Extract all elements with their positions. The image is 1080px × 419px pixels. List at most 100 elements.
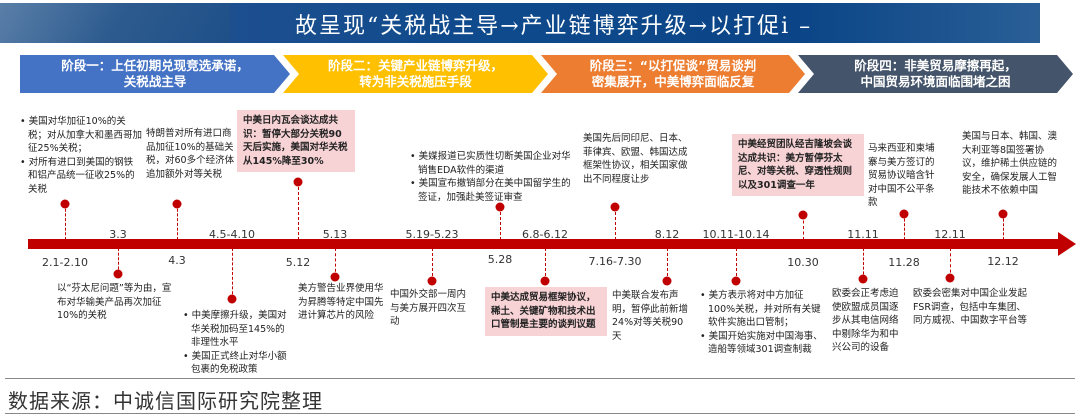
upper-event-connector — [1003, 214, 1004, 240]
lower-event-date: 4.5-4.10 — [209, 228, 255, 241]
lower-event-dot — [113, 269, 123, 279]
event-line: 特朗普对所有进口商品加征10%的基础关税，对60多个经济体追加额外对等关税 — [146, 128, 235, 180]
event-line: 美方警告业界使用华为昇腾等特定中国先进计算芯片的风险 — [298, 283, 384, 321]
event-line: 马来西亚和柬埔寨与美方签订的贸易协议暗含针对中国不公平条款 — [868, 143, 935, 208]
event-line: 欧委会密集对中国企业发起FSR调查，包括中车集团、同方威视、中国数字平台等 — [913, 288, 1028, 326]
event-line: 中美日内瓦会谈达成共识：暂停大部分关税90天后实施，美国对华关税从145%降至3… — [243, 115, 348, 167]
upper-event-date: 5.28 — [487, 253, 513, 266]
lower-event-date: 8.12 — [654, 228, 680, 241]
lower-event-dot — [330, 272, 340, 282]
upper-event-dot — [172, 199, 182, 209]
upper-event-connector — [803, 215, 804, 240]
upper-event-date: 5.12 — [285, 256, 311, 269]
lower-event-date: 3.3 — [109, 228, 127, 241]
lower-event-connector — [667, 248, 668, 281]
upper-event-connector — [65, 204, 66, 240]
stage-4-line1: 阶段四：非美贸易摩擦再起， — [854, 58, 1017, 73]
lower-event-text: 欧委会密集对中国企业发起FSR调查，包括中车集团、同方威视、中国数字平台等 — [913, 287, 1031, 328]
upper-event-dot — [60, 199, 70, 209]
lower-event-connector — [232, 248, 233, 299]
stage-2-line2: 转为非关税施压手段 — [359, 74, 472, 89]
event-line: 欧委会正考虑迫使欧盟成员国逐步从其电信网络中剔除华为和中兴公司的设备 — [832, 288, 899, 353]
upper-event-text: 马来西亚和柬埔寨与美方签订的贸易协议暗含针对中国不公平条款 — [868, 142, 938, 210]
stage-4-arrow: 阶段四：非美贸易摩擦再起， 中国贸易环境面临围堵之困 — [798, 55, 1073, 93]
stage-1-line2: 关税战主导 — [123, 74, 187, 89]
upper-event-date: 2.1-2.10 — [42, 256, 88, 269]
lower-event-text: 中美联合发布声明，暂停此前新增24%对等关税90天 — [612, 289, 692, 343]
event-line: 中美联合发布声明，暂停此前新增24%对等关税90天 — [612, 290, 689, 342]
upper-event-date: 12.12 — [987, 255, 1019, 268]
lower-event-dot — [227, 294, 237, 304]
lower-event-connector — [335, 248, 336, 277]
upper-event-text: 美国与日本、韩国、澳大利亚等8国签署协议，维护稀土供应链的安全，确保发展人工智能… — [962, 130, 1058, 198]
lower-event-connector — [736, 248, 737, 281]
data-source: 数据来源：中诚信国际研究院整理 — [8, 389, 323, 413]
lower-event-text: 以“芬太尼问题”等为由，宣布对华输美产品再次加征10%的关税 — [57, 282, 172, 323]
lower-event-connector — [863, 248, 864, 279]
lower-event-date: 11.11 — [847, 228, 879, 241]
lower-event-text: 中国外交部一周内与美方展开四次互动 — [390, 288, 472, 329]
event-line: • 中美摩擦升级，美国对华关税加码至145%的非理性水平 — [183, 310, 287, 348]
event-line: • 美方表示将对中方加征100%关税，并对所有关键软件实施出口管制； — [700, 290, 821, 328]
lower-event-text: • 美方表示将对中方加征100%关税，并对所有关键软件实施出口管制；• 美国开始… — [700, 289, 830, 357]
event-line: • 美媒报道已实质性切断美国企业对华销售EDA软件的渠道 — [410, 151, 571, 176]
event-line: 中国外交部一周内与美方展开四次互动 — [390, 289, 467, 327]
lower-event-connector — [545, 248, 546, 281]
upper-event-date: 10.30 — [787, 256, 819, 269]
upper-event-dot — [495, 202, 505, 212]
upper-event-connector — [904, 214, 905, 240]
event-line: 中美达成贸易框架协议，稀土、关键矿物和技术出口管制是主要的谈判议题 — [491, 292, 596, 330]
upper-event-date: 11.28 — [888, 256, 920, 269]
divider-bottom — [5, 413, 1075, 414]
stage-1-arrow: 阶段一：上任初期兑现竞选承诺， 关税战主导 — [20, 55, 290, 93]
event-line: • 美国正式终止对华小额包裹的免税政策 — [183, 350, 287, 376]
upper-event-connector — [615, 207, 616, 240]
lower-event-date: 5.19-5.23 — [405, 228, 459, 241]
stage-3-line1: 阶段三：“以打促谈”贸易谈判 — [589, 58, 757, 73]
lower-event-connector — [118, 248, 119, 274]
lower-event-connector — [950, 248, 951, 278]
event-line: 以“芬太尼问题”等为由，宣布对华输美产品再次加征10%的关税 — [57, 283, 172, 321]
lower-event-dot — [731, 276, 741, 286]
event-line: • 美国宣布撤销部分在美中国留学生的签证，加强赴美签证审查 — [410, 178, 571, 203]
event-line: 中美经贸团队经吉隆坡会谈达成共识：美方暂停芬太尼、对等关税、穿透性规则以及301… — [738, 139, 853, 191]
upper-event-text: 特朗普对所有进口商品加征10%的基础关税，对60多个经济体追加额外对等关税 — [146, 127, 238, 181]
event-line: 美国先后同印尼、日本、菲律宾、欧盟、韩国达成框架性协议，相关国家做出不同程度让步 — [583, 133, 688, 185]
upper-event-date: 4.3 — [168, 254, 186, 267]
upper-event-date: 7.16-7.30 — [588, 255, 642, 268]
upper-event-text: 中美日内瓦会谈达成共识：暂停大部分关税90天后实施，美国对华关税从145%降至3… — [237, 110, 355, 172]
upper-event-dot — [998, 209, 1008, 219]
upper-event-connector — [500, 207, 501, 240]
stage-4-line2: 中国贸易环境面临围堵之困 — [860, 74, 1011, 89]
timeline-axis — [28, 239, 1063, 249]
stage-2-line1: 阶段二：关键产业链博弈升级， — [327, 58, 503, 73]
lower-event-text: 中美达成贸易框架协议，稀土、关键矿物和技术出口管制是主要的谈判议题 — [485, 287, 607, 336]
stage-3-line2: 密集展开，中美博弈面临反复 — [591, 74, 755, 89]
lower-event-dot — [945, 273, 955, 283]
upper-event-text: • 美国对华加征10%的关税；对从加拿大和墨西哥加征25%关税；• 对所有进口到… — [20, 115, 142, 196]
lower-event-dot — [540, 276, 550, 286]
upper-event-dot — [798, 210, 808, 220]
upper-event-text: 美国先后同印尼、日本、菲律宾、欧盟、韩国达成框架性协议，相关国家做出不同程度让步 — [583, 132, 691, 186]
lower-event-date: 12.11 — [934, 228, 966, 241]
upper-event-dot — [610, 202, 620, 212]
page-title: 故呈现“关税战主导→产业链博弈升级→以打促i – — [295, 14, 813, 39]
lower-event-text: 欧委会正考虑迫使欧盟成员国逐步从其电信网络中剔除华为和中兴公司的设备 — [832, 287, 902, 355]
lower-event-date: 5.13 — [322, 228, 348, 241]
upper-event-connector — [298, 182, 299, 240]
divider-top — [5, 378, 1075, 379]
lower-event-dot — [662, 276, 672, 286]
upper-event-text: • 美媒报道已实质性切断美国企业对华销售EDA软件的渠道• 美国宣布撤销部分在美… — [410, 150, 572, 204]
stage-3-arrow: 阶段三：“以打促谈”贸易谈判 密集展开，中美博弈面临反复 — [541, 55, 805, 93]
event-line: • 美国对华加征10%的关税；对从加拿大和墨西哥加征25%关税； — [20, 116, 143, 154]
lower-event-dot — [858, 274, 868, 284]
lower-event-date: 10.11-10.14 — [702, 228, 770, 241]
lower-event-text: 美方警告业界使用华为昇腾等特定中国先进计算芯片的风险 — [298, 282, 384, 323]
upper-event-dot — [293, 177, 303, 187]
stage-1-line1: 阶段一：上任初期兑现竞选承诺， — [61, 58, 249, 73]
lower-event-text: • 中美摩擦升级，美国对华关税加码至145%的非理性水平• 美国正式终止对华小额… — [183, 309, 291, 377]
lower-event-dot — [427, 276, 437, 286]
upper-event-dot — [899, 209, 909, 219]
stage-2-arrow: 阶段二：关键产业链博弈升级， 转为非关税施压手段 — [283, 55, 548, 93]
upper-event-text: 中美经贸团队经吉隆坡会谈达成共识：美方暂停芬太尼、对等关税、穿透性规则以及301… — [732, 134, 864, 196]
